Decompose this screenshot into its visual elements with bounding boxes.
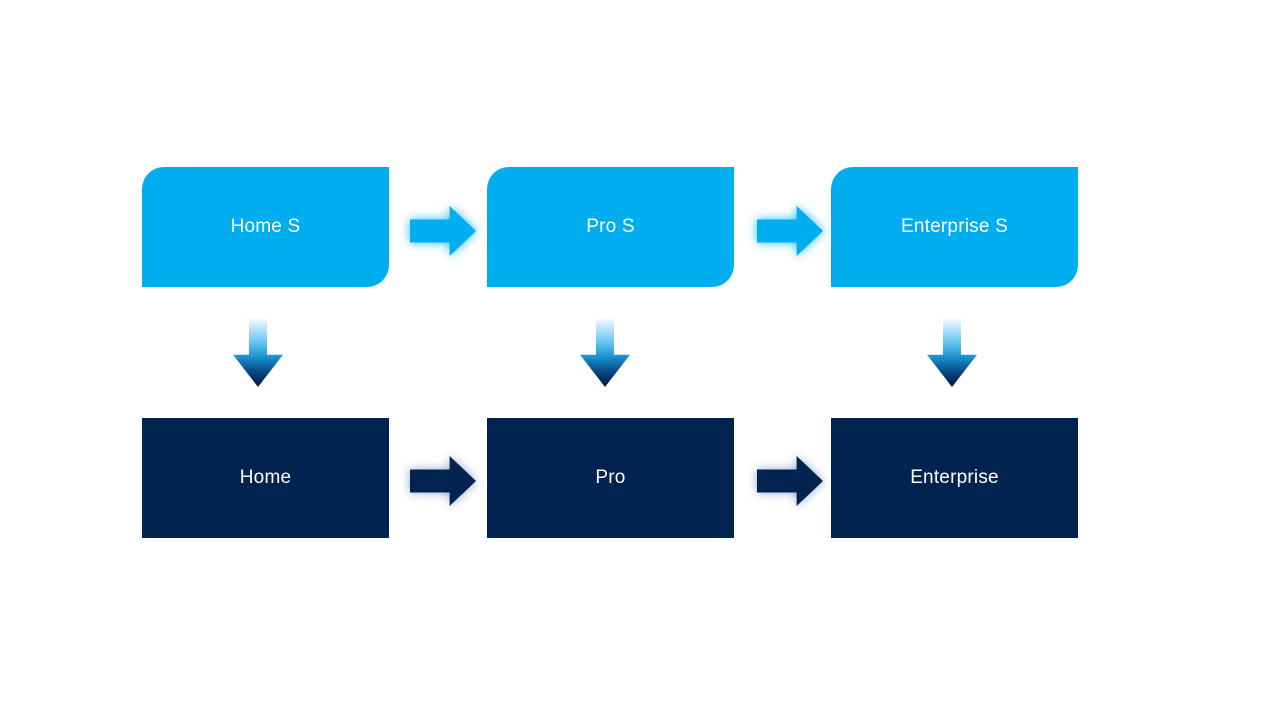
right-arrow-shape xyxy=(410,206,476,256)
node-enterprise-s: Enterprise S xyxy=(831,167,1078,287)
right-arrow-shape xyxy=(757,456,823,506)
right-arrow-shape xyxy=(410,456,476,506)
right-arrow-icon xyxy=(757,206,823,256)
right-arrow-icon xyxy=(757,456,823,506)
node-pro: Pro xyxy=(487,418,734,538)
down-arrow-icon xyxy=(580,317,630,387)
down-arrow-shape xyxy=(927,317,977,387)
node-enterprise: Enterprise xyxy=(831,418,1078,538)
node-home-s-label: Home S xyxy=(230,216,301,237)
node-enterprise-s-label: Enterprise S xyxy=(901,216,1008,237)
down-arrow-shape xyxy=(580,317,630,387)
right-arrow-shape xyxy=(757,206,823,256)
node-pro-s: Pro S xyxy=(487,167,734,287)
down-arrow-icon xyxy=(233,317,283,387)
node-pro-label: Pro xyxy=(595,467,626,488)
right-arrow-icon xyxy=(410,206,476,256)
down-arrow-shape xyxy=(233,317,283,387)
node-home-s: Home S xyxy=(142,167,389,287)
node-pro-s-label: Pro S xyxy=(586,216,635,237)
down-arrow-icon xyxy=(927,317,977,387)
node-enterprise-label: Enterprise xyxy=(910,467,999,488)
node-home: Home xyxy=(142,418,389,538)
right-arrow-icon xyxy=(410,456,476,506)
node-home-label: Home xyxy=(239,467,292,488)
